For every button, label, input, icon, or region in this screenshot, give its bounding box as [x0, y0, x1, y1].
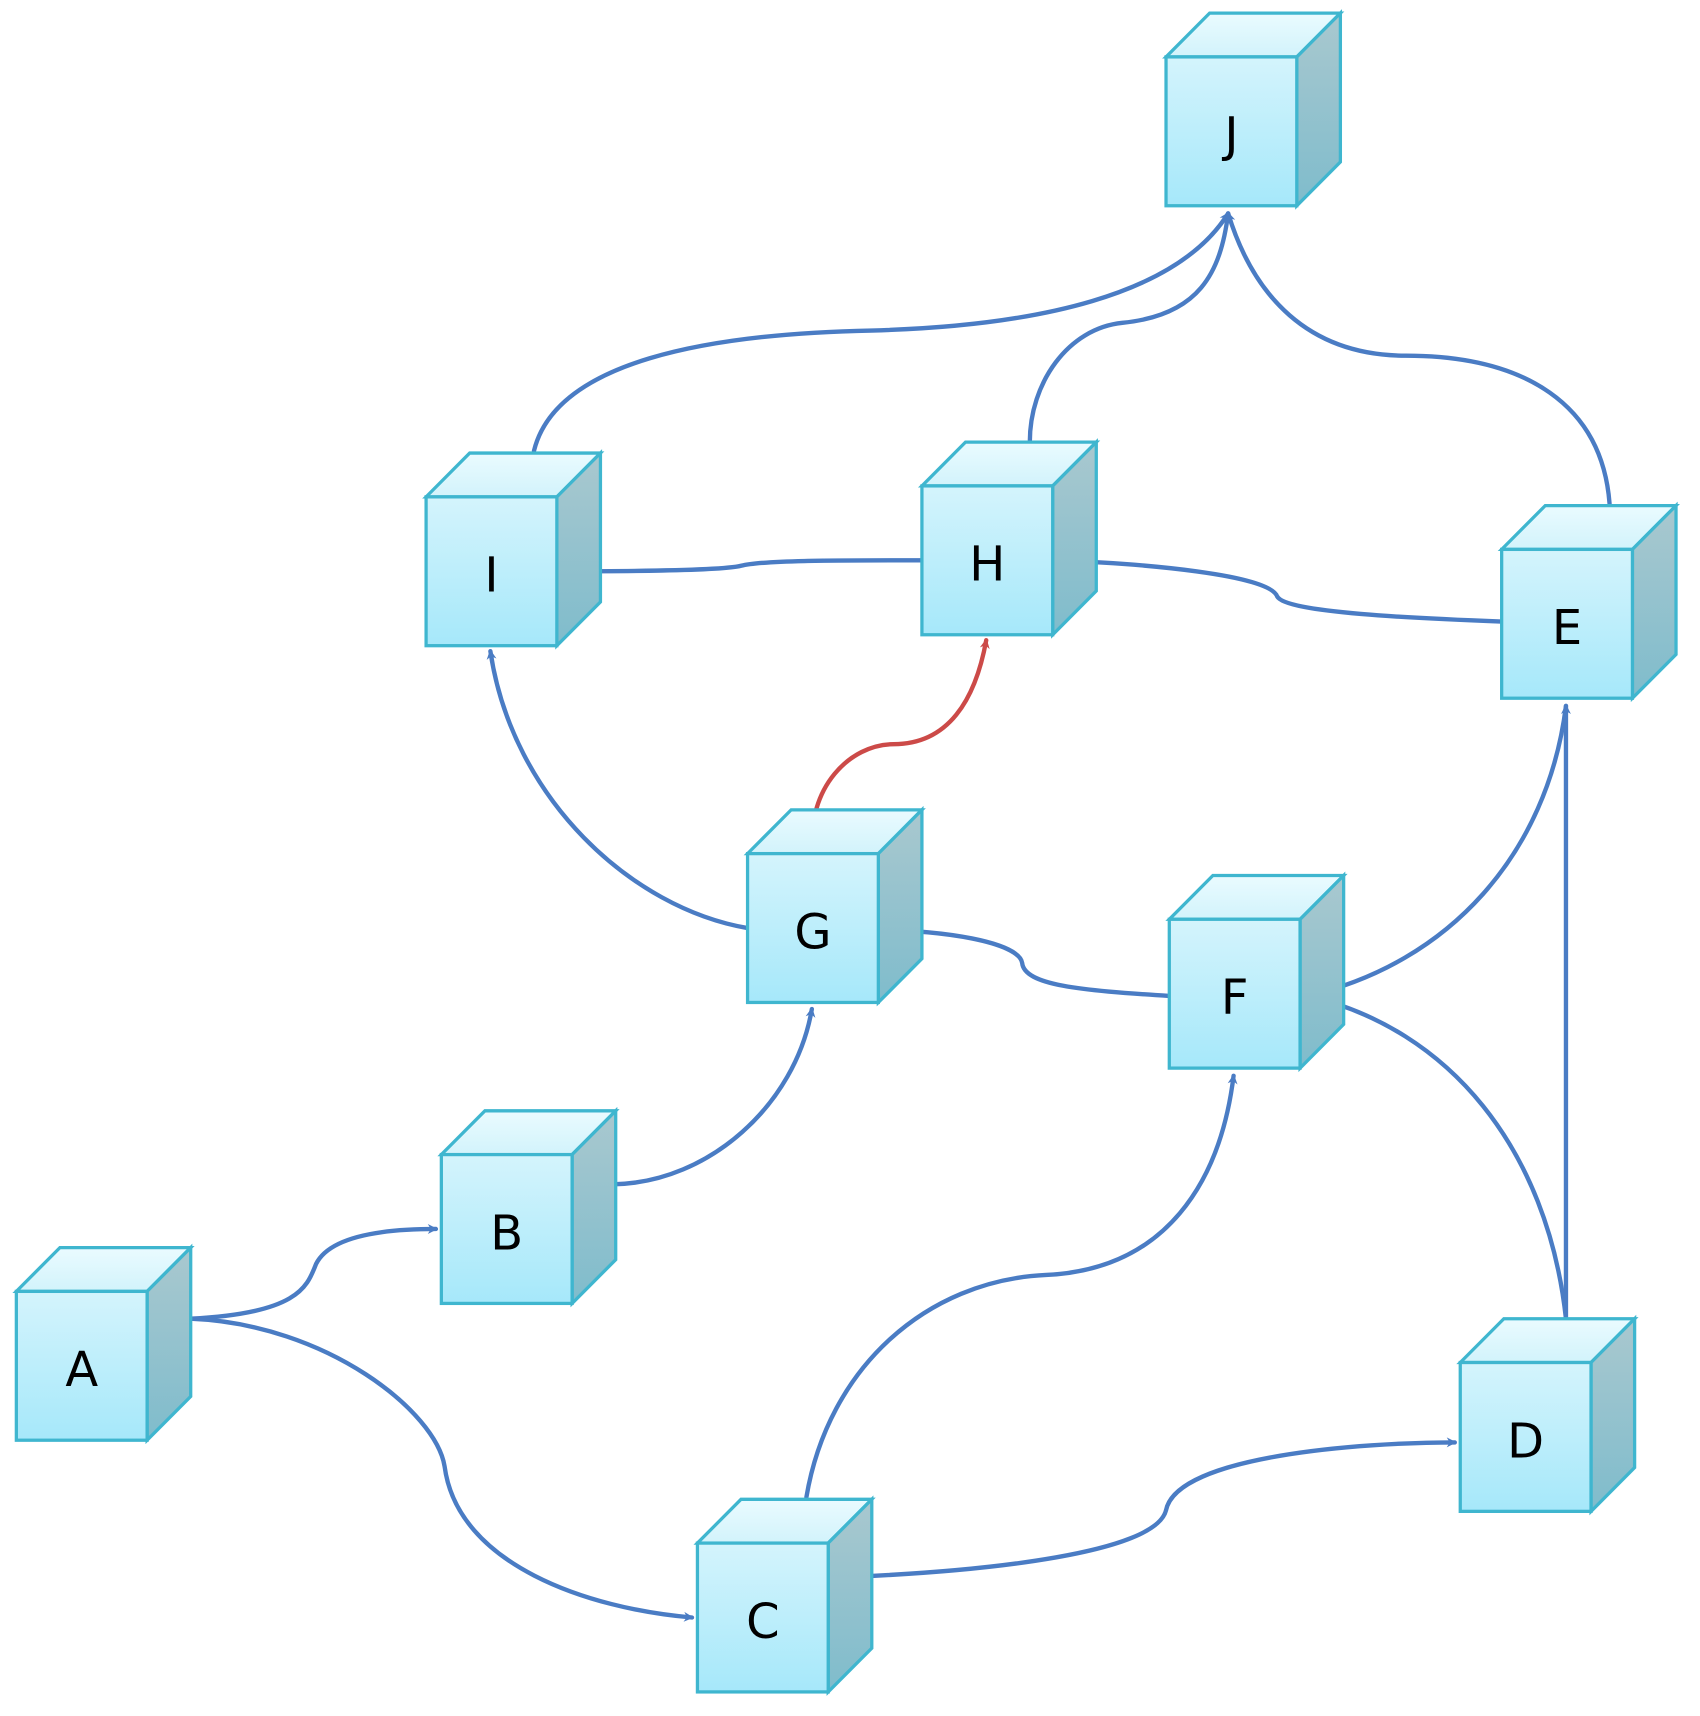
cube-front-face	[14, 1289, 149, 1442]
node-label: C	[746, 1594, 779, 1650]
cube-front-face	[1458, 1360, 1593, 1513]
edge-h-to-i	[559, 558, 925, 577]
node-d: D	[1456, 1314, 1639, 1516]
edge-c-to-d	[869, 1437, 1457, 1579]
edge-a-to-b	[188, 1224, 439, 1321]
node-label: I	[484, 548, 498, 604]
cube-front-face	[1167, 917, 1302, 1070]
cube-front-face	[424, 495, 559, 648]
node-label: H	[969, 537, 1005, 593]
edge-b-to-g	[613, 1006, 816, 1187]
node-label: E	[1552, 600, 1582, 656]
node-label: A	[65, 1342, 98, 1398]
node-label: B	[490, 1205, 523, 1261]
node-g: G	[743, 805, 926, 1007]
node-label: J	[1221, 108, 1238, 164]
node-h: H	[917, 438, 1101, 639]
node-i: I	[422, 449, 605, 650]
node-a: A	[12, 1243, 195, 1445]
cube-front-face	[920, 484, 1055, 637]
node-j: J	[1162, 9, 1345, 210]
node-c: C	[693, 1495, 876, 1696]
edge-i-to-j	[531, 211, 1231, 454]
edge-h-to-j	[1027, 211, 1233, 445]
edge-g-to-h	[810, 638, 990, 854]
edge-g-to-i	[486, 648, 750, 931]
edge-a-to-c	[188, 1316, 695, 1622]
node-label: G	[794, 904, 831, 960]
node-f: F	[1165, 871, 1348, 1073]
edge-e-to-h	[1054, 555, 1504, 624]
cube-front-face	[695, 1541, 830, 1694]
edge-f-to-g	[882, 925, 1172, 999]
cube-front-face	[1500, 547, 1635, 700]
node-e: E	[1497, 501, 1680, 703]
cube-front-face	[745, 851, 880, 1005]
node-label: F	[1221, 970, 1249, 1026]
node-b: B	[437, 1106, 620, 1308]
cube-front-face	[439, 1152, 574, 1306]
edge-e-to-j	[1225, 211, 1612, 506]
cube-front-face	[1164, 55, 1299, 208]
edge-e-to-f	[1305, 703, 1569, 999]
edge-c-to-f	[804, 1073, 1238, 1500]
edge-d-to-f	[1305, 992, 1569, 1321]
node-label: D	[1507, 1413, 1544, 1469]
